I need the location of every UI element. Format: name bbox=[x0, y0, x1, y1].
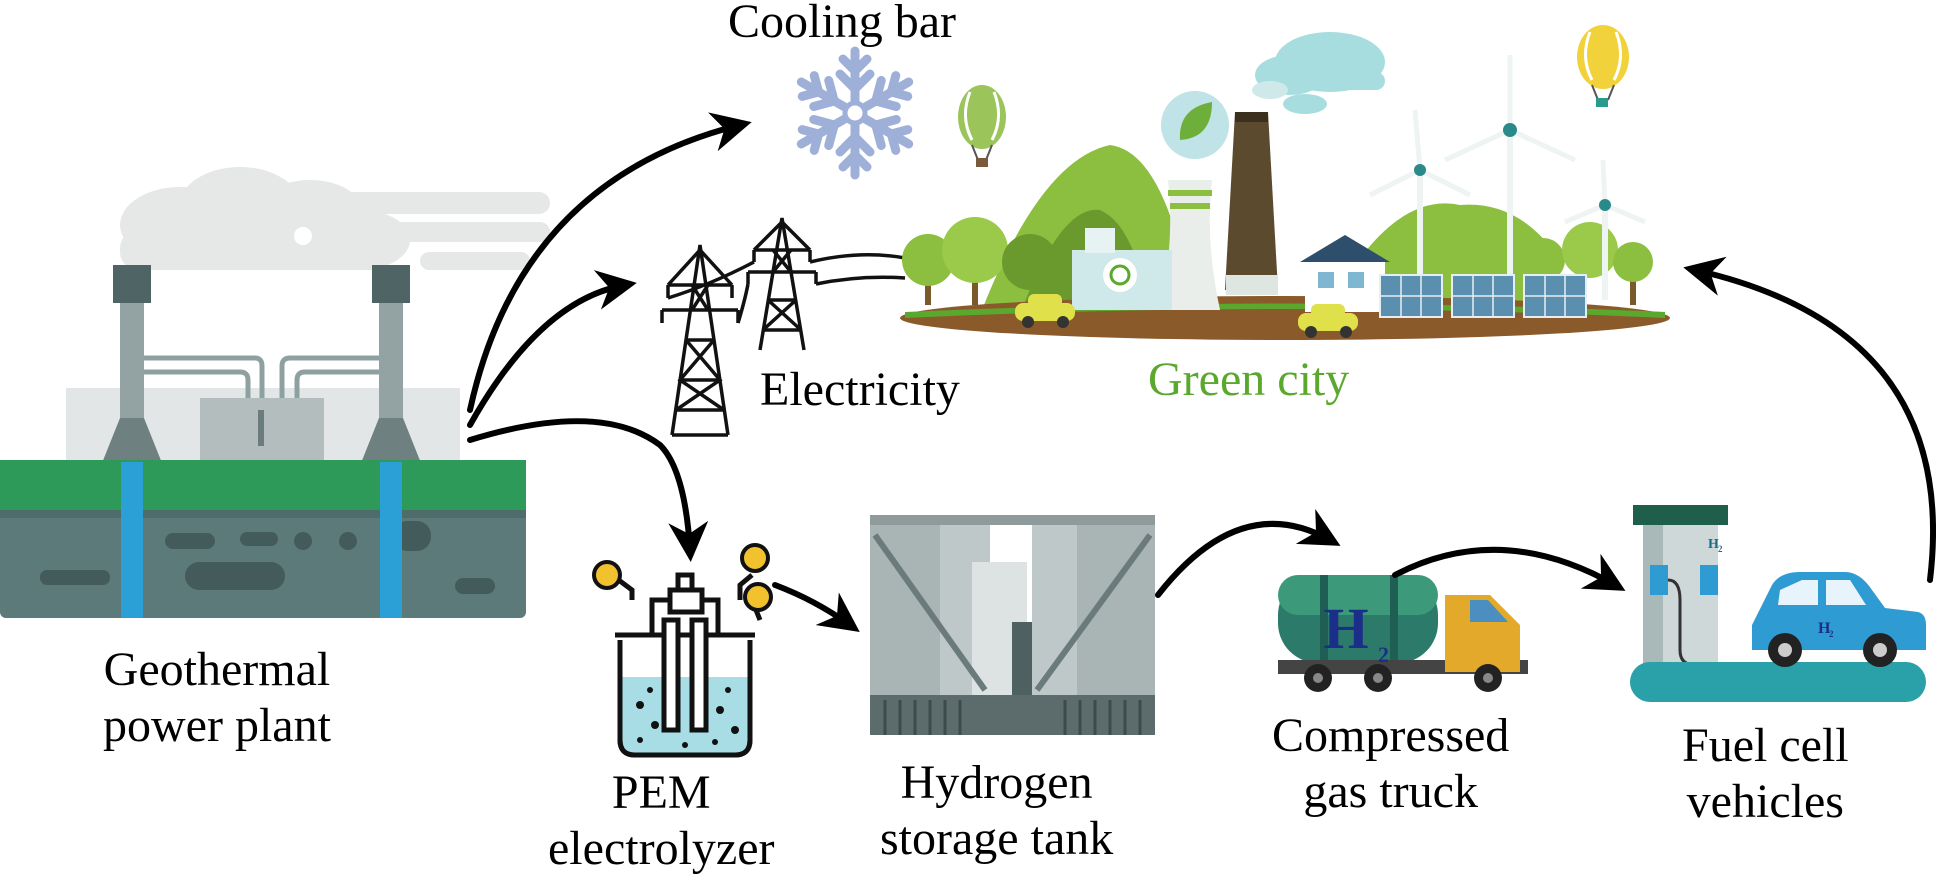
truck-sub-label: 2 bbox=[1378, 642, 1389, 667]
arrow-to-city bbox=[1683, 256, 1936, 583]
gas-truck-icon: H 2 bbox=[1278, 575, 1528, 692]
solar-panel-icon bbox=[1379, 274, 1587, 318]
electrolyzer-bubbles bbox=[592, 543, 773, 612]
car-h-label: H bbox=[1818, 620, 1831, 637]
green-city-icon bbox=[900, 25, 1670, 340]
car-sub-label: 2 bbox=[1829, 629, 1834, 639]
cooling-bar-label: Cooling bar bbox=[728, 0, 956, 48]
arrow-to-electrolyzer bbox=[467, 418, 709, 562]
fuel-cell-car-icon: H 2 bbox=[1752, 572, 1926, 667]
arrow-to-cooling bbox=[467, 112, 752, 413]
pem-electrolyzer-icon bbox=[610, 572, 763, 758]
power-tower-icon bbox=[660, 217, 906, 437]
balloon-left-icon bbox=[958, 85, 1006, 167]
geothermal-label: Geothermal power plant bbox=[103, 643, 331, 752]
compressed-truck-label: Compressed gas truck bbox=[1272, 709, 1510, 818]
arrow-to-truck bbox=[1155, 508, 1341, 598]
green-city-label: Green city bbox=[1148, 353, 1350, 406]
truck-h-label: H bbox=[1323, 596, 1368, 661]
hydrogen-tank-icon bbox=[870, 515, 1155, 735]
fuel-station-icon: H 2 bbox=[1630, 505, 1926, 702]
station-sub-label: 2 bbox=[1718, 544, 1723, 554]
fuel-cell-label: Fuel cell vehicles bbox=[1682, 719, 1849, 828]
flow-arrows bbox=[467, 112, 1936, 632]
hydrogen-tank-label: Hydrogen storage tank bbox=[880, 756, 1114, 865]
arrow-to-station bbox=[1392, 546, 1626, 591]
arrow-to-tank bbox=[772, 582, 860, 632]
city-car-left-icon bbox=[1015, 294, 1075, 328]
pem-electrolyzer-label: PEM electrolyzer bbox=[548, 766, 775, 875]
balloon-right-icon bbox=[1577, 25, 1629, 107]
snowflake-icon bbox=[794, 46, 916, 175]
electricity-label: Electricity bbox=[760, 363, 960, 416]
geothermal-plant-icon bbox=[0, 167, 550, 618]
station-h-label: H bbox=[1708, 537, 1719, 552]
arrow-to-electricity bbox=[467, 270, 637, 428]
city-car-right-icon bbox=[1298, 304, 1358, 338]
